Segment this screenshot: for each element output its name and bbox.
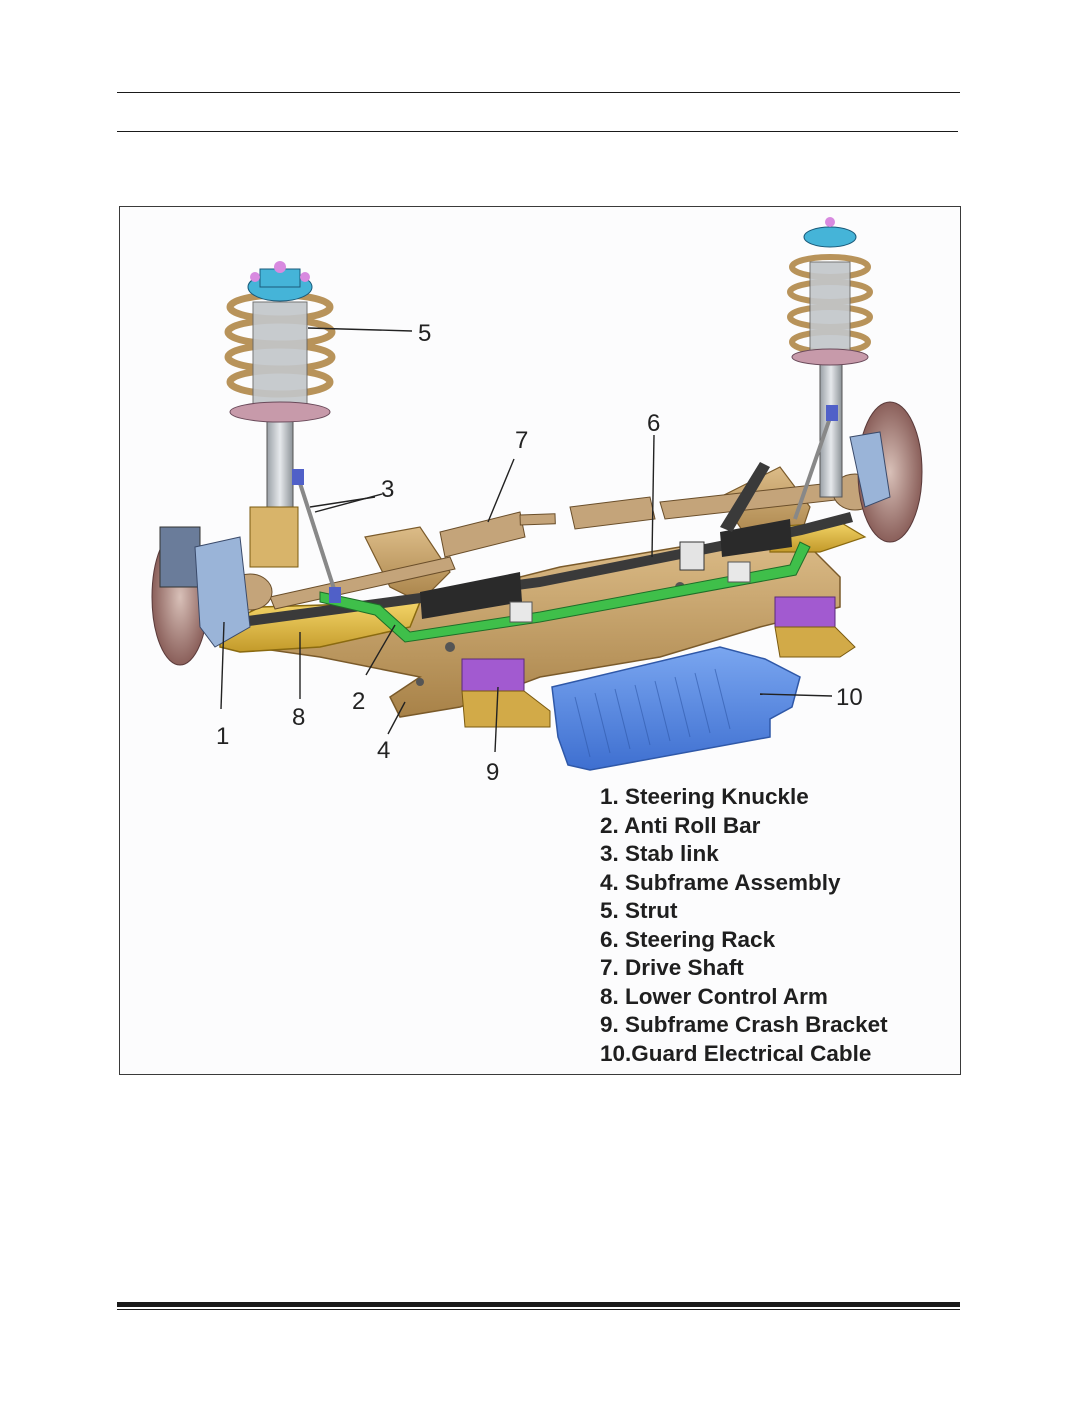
legend-item: 6. Steering Rack bbox=[600, 926, 776, 952]
legend-item: 10.Guard Electrical Cable bbox=[600, 1040, 872, 1066]
callout-3: 3 bbox=[381, 476, 394, 503]
callout-6: 6 bbox=[647, 410, 660, 437]
footer-rule-thin bbox=[117, 1309, 960, 1310]
legend-item: 3. Stab link bbox=[600, 841, 719, 866]
cable-guard bbox=[551, 646, 801, 771]
stab-link bbox=[292, 405, 838, 603]
strut-right bbox=[787, 217, 873, 498]
strut-left bbox=[224, 261, 336, 568]
callout-9: 9 bbox=[486, 759, 499, 786]
suspension-figure: 1 2 3 4 5 6 7 8 9 10 1. Steering Knuckle… bbox=[119, 206, 961, 1075]
callout-7: 7 bbox=[515, 427, 528, 454]
drive-shaft bbox=[227, 473, 878, 611]
leader-lines bbox=[220, 327, 833, 753]
callout-2: 2 bbox=[352, 688, 365, 715]
callout-numbers: 1 2 3 4 5 6 7 8 9 10 bbox=[216, 320, 863, 786]
callout-4: 4 bbox=[377, 737, 390, 764]
parts-legend: 1. Steering Knuckle 2. Anti Roll Bar 3. … bbox=[600, 783, 888, 1068]
callout-5: 5 bbox=[418, 320, 431, 347]
legend-item: 8. Lower Control Arm bbox=[600, 983, 828, 1009]
legend-item: 1. Steering Knuckle bbox=[600, 784, 809, 809]
steering-knuckle bbox=[151, 401, 923, 666]
subframe-crash-bracket bbox=[461, 596, 856, 728]
legend-item: 4. Subframe Assembly bbox=[600, 869, 841, 895]
legend-item: 2. Anti Roll Bar bbox=[600, 812, 761, 838]
legend-item: 7. Drive Shaft bbox=[600, 955, 744, 980]
legend-item: 9. Subframe Crash Bracket bbox=[600, 1012, 888, 1037]
legend-item: 5. Strut bbox=[600, 898, 678, 923]
anti-roll-bar bbox=[319, 541, 811, 643]
callout-10: 10 bbox=[836, 684, 863, 711]
callout-8: 8 bbox=[292, 704, 305, 731]
callout-1: 1 bbox=[216, 723, 229, 750]
header-rule-bottom bbox=[117, 131, 958, 132]
suspension-illustration: 1 2 3 4 5 6 7 8 9 10 bbox=[151, 217, 923, 786]
footer-rule-thick bbox=[117, 1302, 960, 1307]
steering-rack bbox=[240, 462, 853, 627]
header-rule-top bbox=[117, 92, 960, 93]
